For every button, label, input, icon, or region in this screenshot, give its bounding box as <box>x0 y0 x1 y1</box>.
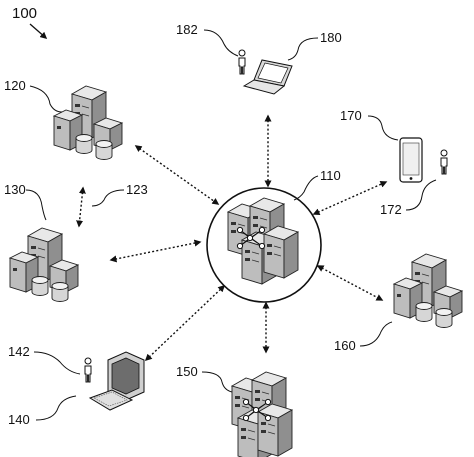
connections <box>76 114 388 362</box>
ref-110: 110 <box>320 168 341 183</box>
server-cluster-icon <box>10 228 78 302</box>
neural-network-server-icon <box>231 371 293 457</box>
ref-142: 142 <box>8 344 30 359</box>
ref-130: 130 <box>4 182 26 197</box>
connection-120-110 <box>134 145 220 205</box>
person-icon <box>84 357 92 383</box>
connection-130-110 <box>109 239 202 263</box>
ref-182: 182 <box>176 22 198 37</box>
connection-170-110 <box>312 181 388 215</box>
central-hub <box>206 187 322 303</box>
ref-160: 160 <box>334 338 356 353</box>
ref-170: 170 <box>340 108 362 123</box>
ref-123: 123 <box>126 182 148 197</box>
connection-120-130 <box>76 186 86 228</box>
laptop-icon <box>242 59 293 95</box>
smartphone-icon <box>399 137 423 183</box>
figure-label: 100 <box>12 5 37 22</box>
ref-120: 120 <box>4 78 26 93</box>
person-icon <box>238 49 246 75</box>
figure-label-arrow <box>29 23 48 39</box>
ref-140: 140 <box>8 412 30 427</box>
person-icon <box>440 149 448 175</box>
reference-numerals: 120 123 130 142 140 150 110 160 170 172 … <box>4 22 402 427</box>
server-cluster-icon <box>54 86 122 160</box>
connection-140-110 <box>144 284 226 362</box>
ref-172: 172 <box>380 202 402 217</box>
leader-lines <box>25 29 437 421</box>
ref-180: 180 <box>320 30 342 45</box>
desktop-computer-icon <box>88 351 145 411</box>
server-cluster-icon <box>394 254 462 328</box>
connection-160-110 <box>316 265 384 301</box>
ref-150: 150 <box>176 364 198 379</box>
